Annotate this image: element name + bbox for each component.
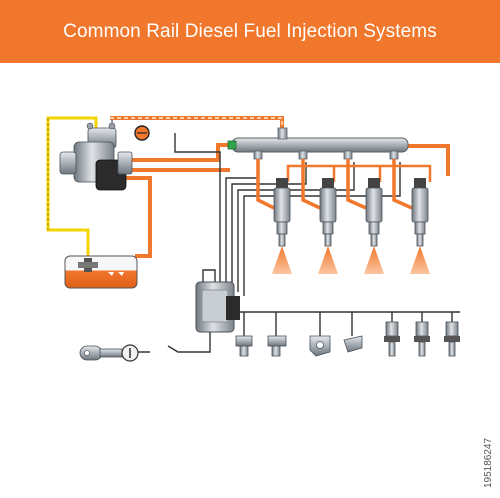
sensor-2 — [267, 335, 287, 357]
stock-id-text: 195186247 — [483, 437, 494, 488]
title-banner: Common Rail Diesel Fuel Injection System… — [0, 0, 500, 63]
sensor-4 — [343, 335, 363, 353]
pressure-regulator-icon — [134, 125, 150, 141]
low-pressure-line — [46, 116, 98, 262]
injector-1 — [272, 178, 292, 274]
rail-return-line — [405, 144, 450, 176]
injector-return-pipes — [286, 164, 432, 182]
common-rail — [227, 127, 409, 160]
ignition-key — [79, 345, 123, 361]
injector-pipes — [256, 159, 413, 210]
stock-id-label: 195186247 — [481, 340, 497, 490]
high-pressure-pump — [59, 122, 133, 191]
ecu — [195, 281, 240, 333]
ignition-switch — [121, 344, 139, 362]
page-title: Common Rail Diesel Fuel Injection System… — [63, 21, 437, 42]
ecu-wiring — [111, 120, 460, 353]
sensor-3 — [309, 335, 331, 357]
high-pressure-lines — [122, 143, 232, 258]
injector-4 — [410, 178, 430, 274]
sensor-6 — [414, 321, 430, 357]
fuel-tank — [64, 255, 138, 289]
injector-2 — [318, 178, 338, 274]
sensor-5 — [384, 321, 400, 357]
sensor-1 — [235, 335, 253, 357]
injector-3 — [364, 178, 384, 274]
sensor-7 — [444, 321, 460, 357]
